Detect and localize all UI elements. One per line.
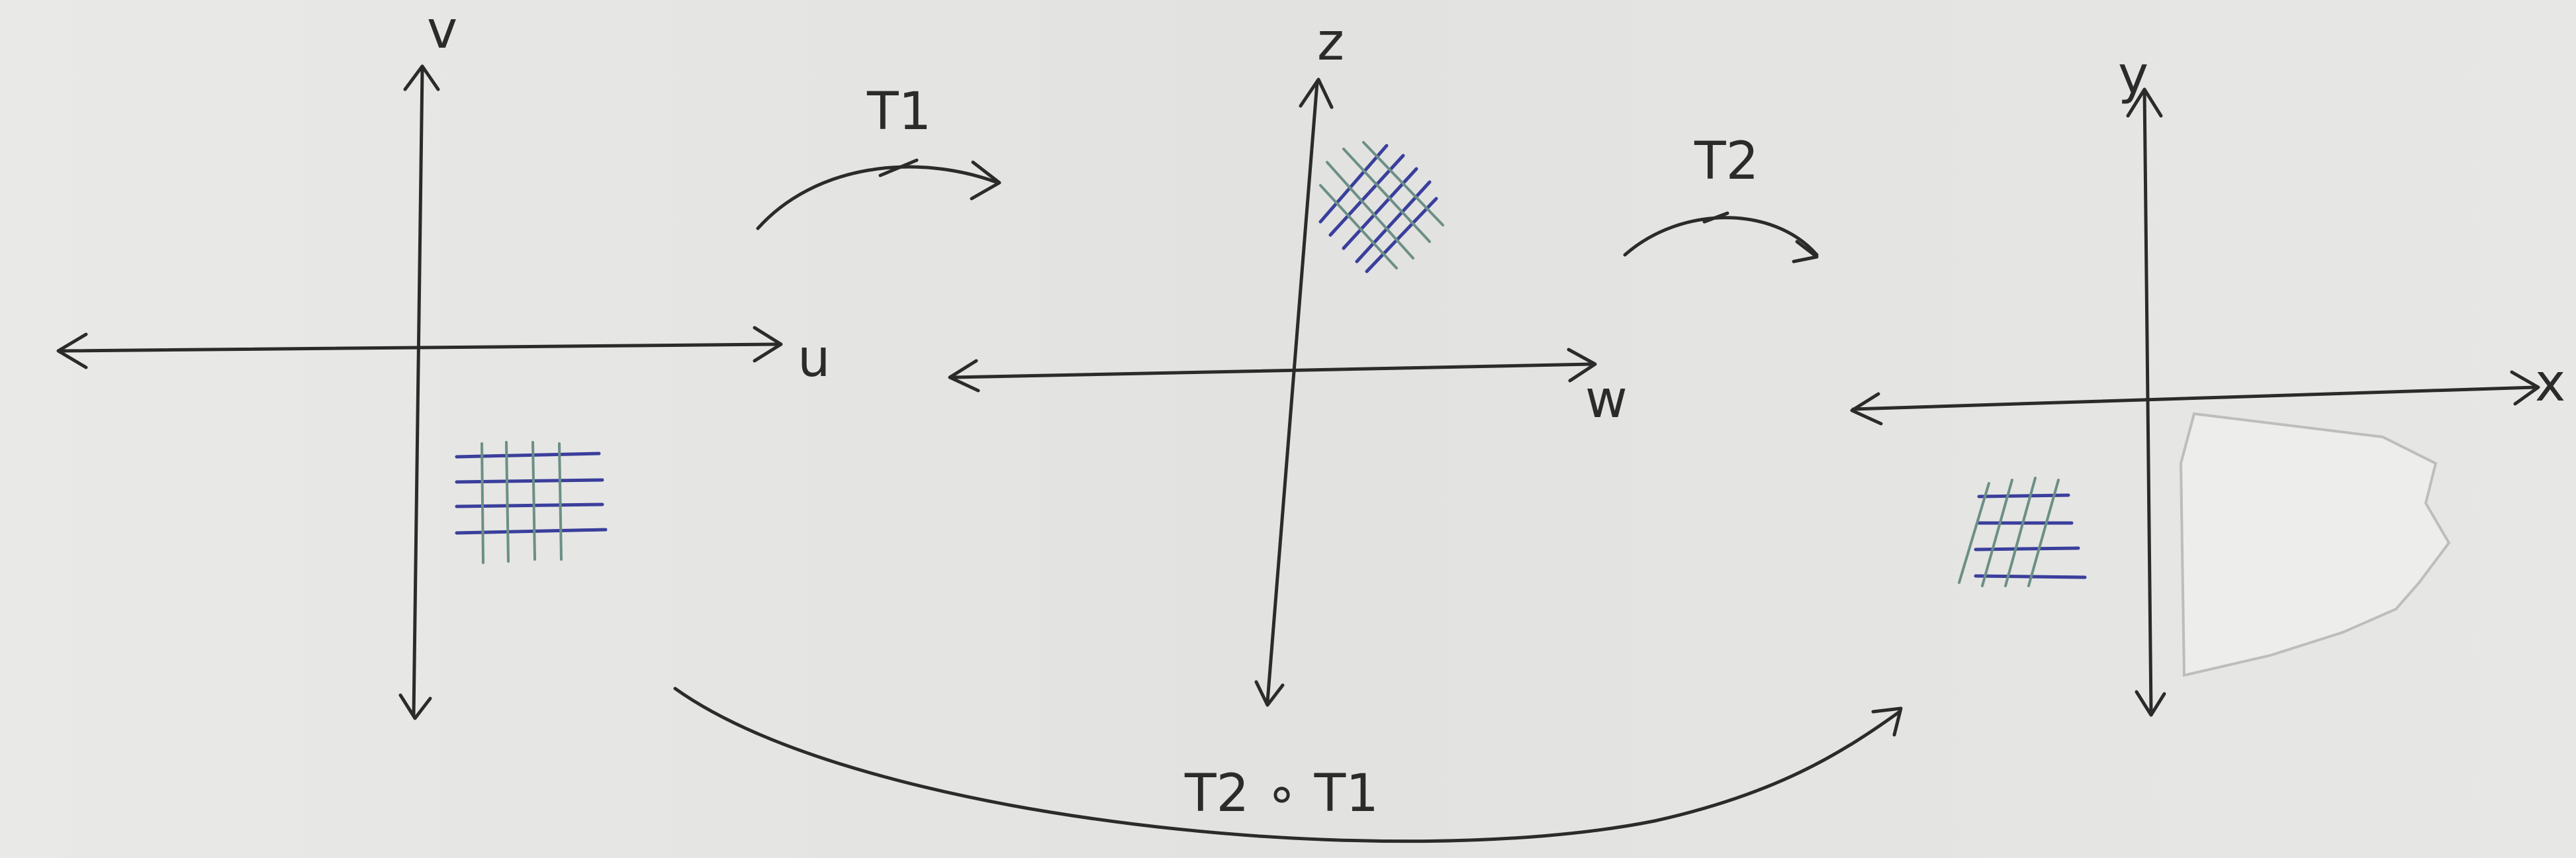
axis-u-label: u bbox=[798, 329, 830, 389]
arrow-t1: T1 bbox=[756, 82, 1001, 230]
axis-z bbox=[1254, 77, 1334, 707]
axis-v-arrow-up bbox=[403, 64, 440, 91]
axis-v-label: v bbox=[427, 1, 457, 60]
panel-xy: y x bbox=[1850, 46, 2565, 717]
transform-composite-label: T2 ∘ T1 bbox=[1184, 764, 1379, 824]
axis-y-arrow-down bbox=[2135, 690, 2166, 717]
axis-u bbox=[56, 326, 783, 369]
axis-u-arrow-right bbox=[753, 326, 783, 363]
axis-w-arrow-right bbox=[1567, 348, 1597, 383]
panel-wz: z w bbox=[948, 13, 1628, 707]
axis-x-label: x bbox=[2535, 354, 2565, 413]
transform-t2-label: T2 bbox=[1694, 132, 1759, 191]
axis-y-label: y bbox=[2118, 46, 2148, 105]
panel-uv: v u bbox=[56, 1, 830, 720]
region-wz-grid bbox=[1318, 141, 1444, 273]
axis-v-arrow-down bbox=[398, 693, 432, 720]
axis-x bbox=[1850, 370, 2540, 426]
transform-t1-label: T1 bbox=[866, 82, 931, 142]
axis-z-arrow-down bbox=[1254, 680, 1285, 707]
region-xy-grid bbox=[1958, 477, 2087, 587]
axis-u-arrow-left bbox=[56, 332, 88, 369]
axis-z-label: z bbox=[1317, 13, 1344, 72]
axis-y bbox=[2126, 87, 2166, 717]
axis-y-arrow-up bbox=[2126, 87, 2163, 118]
axis-x-arrow-left bbox=[1850, 392, 1883, 426]
torn-paper-scrap bbox=[2179, 412, 2451, 677]
axis-w-label: w bbox=[1585, 370, 1628, 430]
arrow-t2: T2 bbox=[1623, 132, 1819, 263]
axis-w-arrow-left bbox=[948, 359, 980, 393]
region-uv-grid bbox=[455, 441, 608, 564]
axis-z-arrow-up bbox=[1299, 77, 1334, 109]
axis-x-arrow-right bbox=[2510, 370, 2540, 406]
axis-v bbox=[398, 64, 440, 720]
axis-w bbox=[948, 348, 1597, 393]
arrow-composite: T2 ∘ T1 bbox=[673, 687, 1903, 843]
